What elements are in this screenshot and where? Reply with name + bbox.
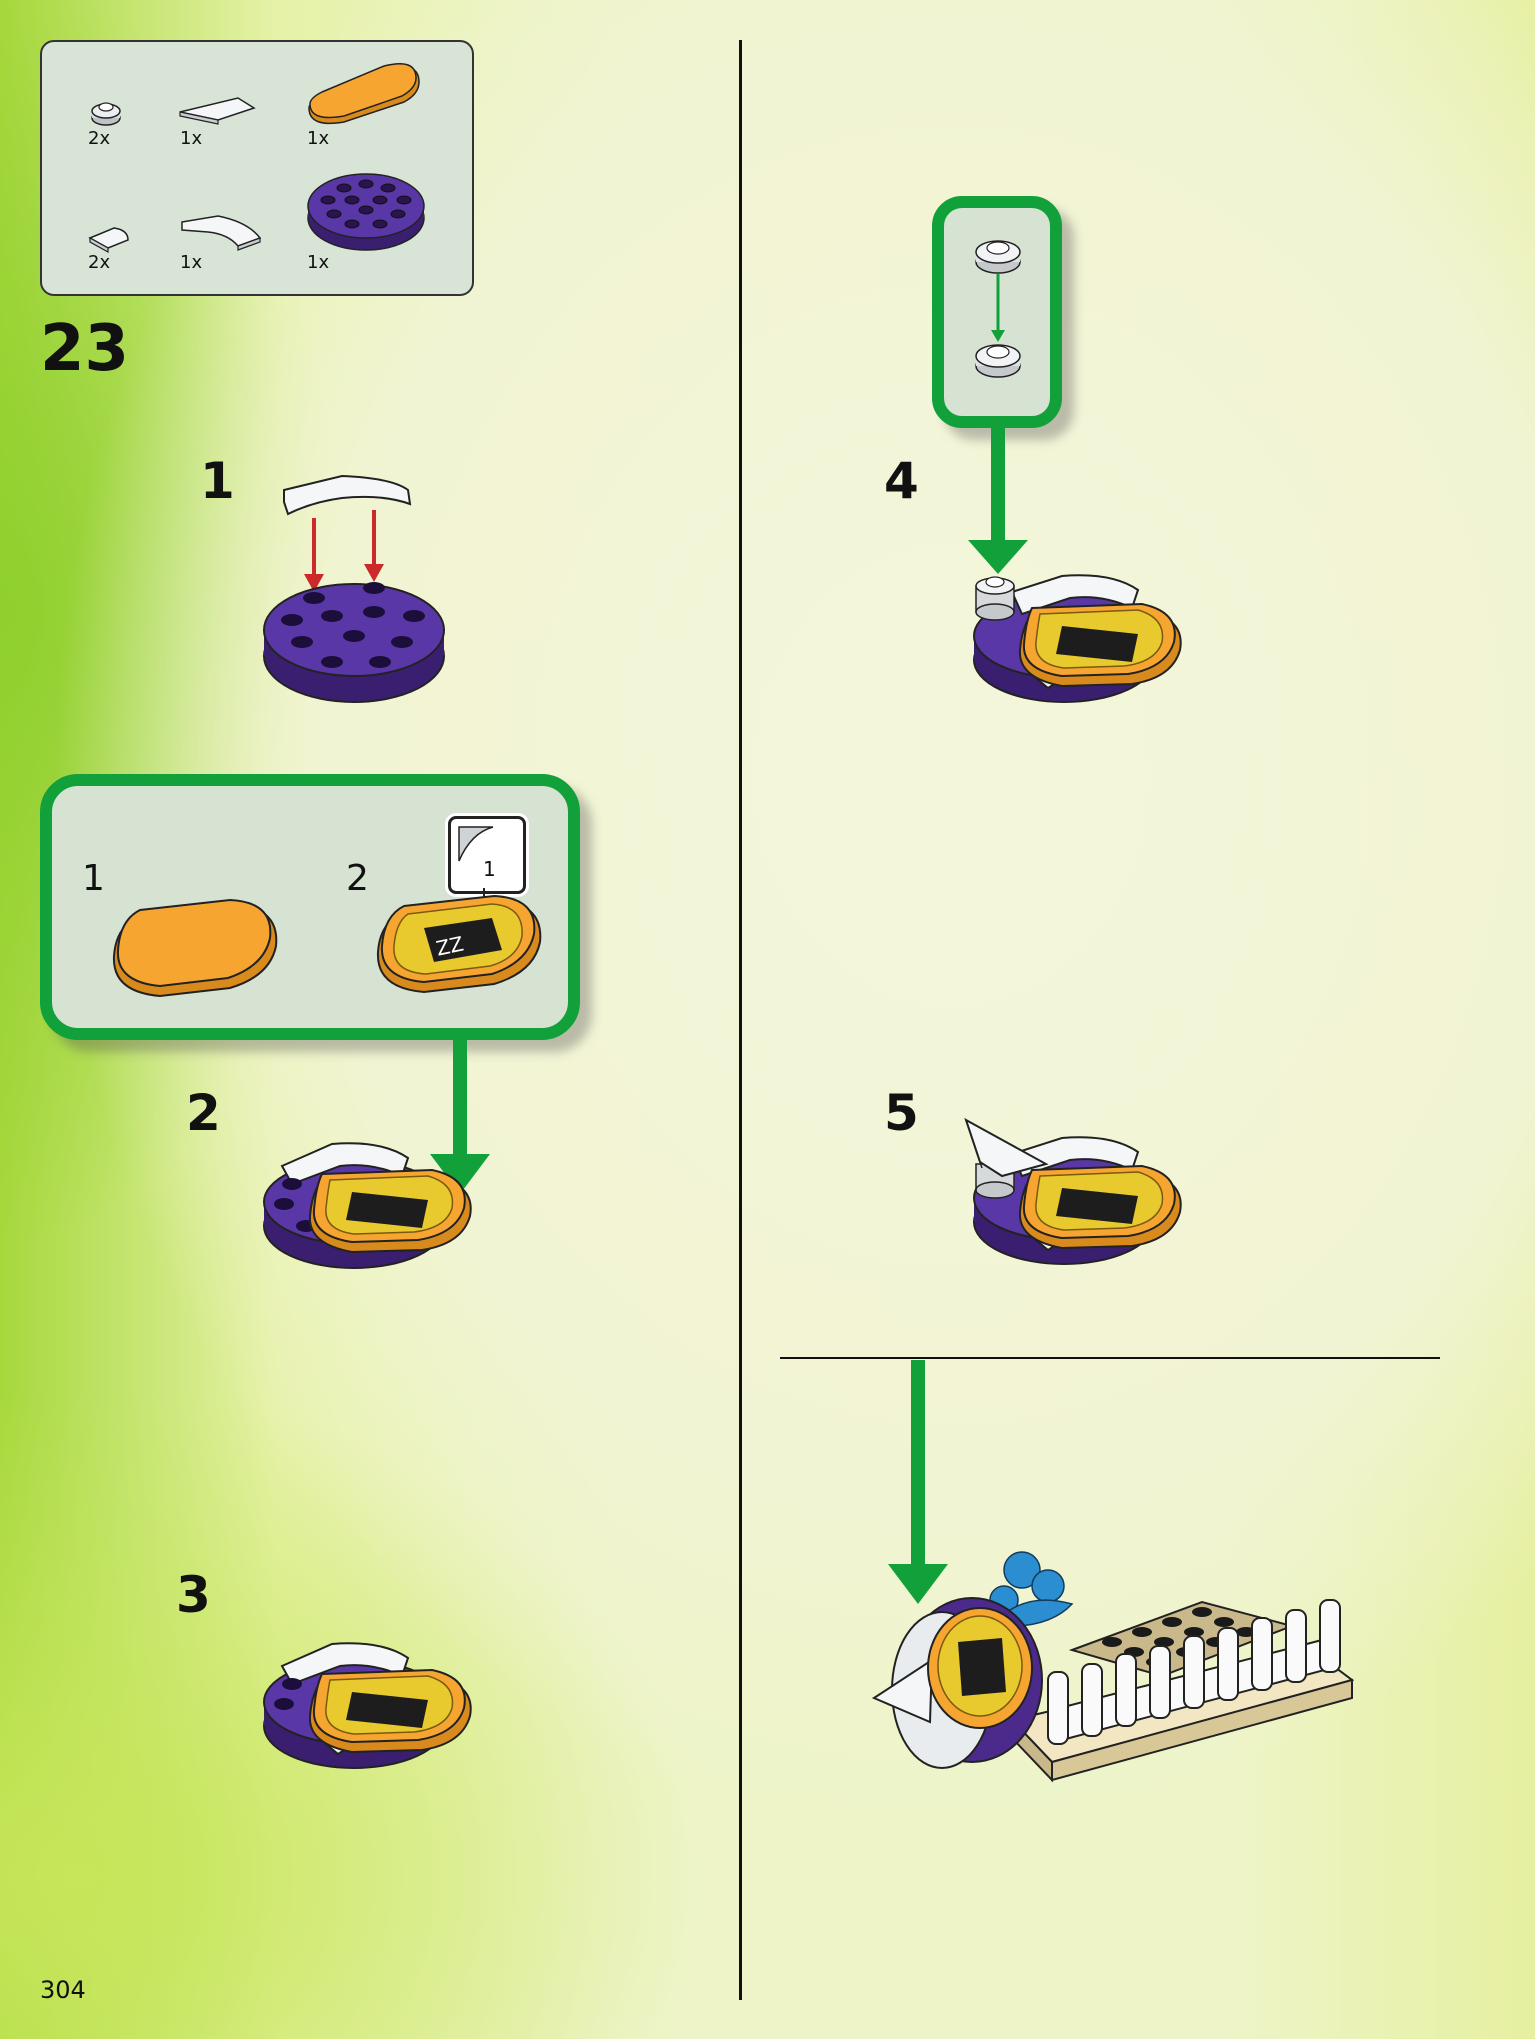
column-divider xyxy=(739,40,742,2000)
part-qty: 2x xyxy=(88,252,111,273)
substep-1-illustration xyxy=(263,474,445,703)
round-plate-part-icon xyxy=(91,102,121,126)
sticker-number: 1 xyxy=(483,857,496,881)
section-divider xyxy=(780,1357,1440,1359)
page-number: 304 xyxy=(40,1976,86,2004)
substep-4-illustration xyxy=(973,574,1182,703)
substep-number: 4 xyxy=(884,452,919,510)
sticker-peel-icon xyxy=(458,826,494,862)
part-qty: 1x xyxy=(180,252,203,273)
wedge-plate-part-icon xyxy=(179,97,256,125)
sticker-number-tag: 1 xyxy=(448,816,526,894)
svg-text:ZZ: ZZ xyxy=(434,931,466,960)
substep-number: 3 xyxy=(176,1566,211,1624)
callout-arrow xyxy=(430,1040,490,1194)
callout-step-2: 2 xyxy=(346,858,369,899)
part-qty: 1x xyxy=(180,128,203,149)
round-plate-stack-illustration xyxy=(975,240,1021,378)
substep-2-illustration xyxy=(263,1142,472,1269)
substep-3-illustration xyxy=(263,1642,472,1769)
substep-number: 1 xyxy=(200,452,235,510)
stickered-tile-illustration: ZZ xyxy=(376,888,542,994)
substep-5-illustration xyxy=(964,1117,1182,1265)
part-qty: 2x xyxy=(88,128,111,149)
substep-number: 2 xyxy=(186,1084,221,1142)
curved-tile-part-icon xyxy=(181,215,262,251)
assembly-arrow xyxy=(888,1360,948,1604)
main-step-number: 23 xyxy=(40,312,130,386)
final-assembly-illustration xyxy=(871,1551,1355,1783)
purple-round-plate-part-icon xyxy=(307,173,425,251)
substep-4-arrow xyxy=(968,416,1028,574)
callout-step-1: 1 xyxy=(82,858,105,899)
tile-round-corner-part-icon xyxy=(88,227,129,254)
part-qty: 1x xyxy=(307,252,330,273)
orange-tile-illustration xyxy=(112,898,278,998)
substep-number: 5 xyxy=(884,1084,919,1142)
oval-tile-part-icon xyxy=(308,63,420,125)
part-qty: 1x xyxy=(307,128,330,149)
